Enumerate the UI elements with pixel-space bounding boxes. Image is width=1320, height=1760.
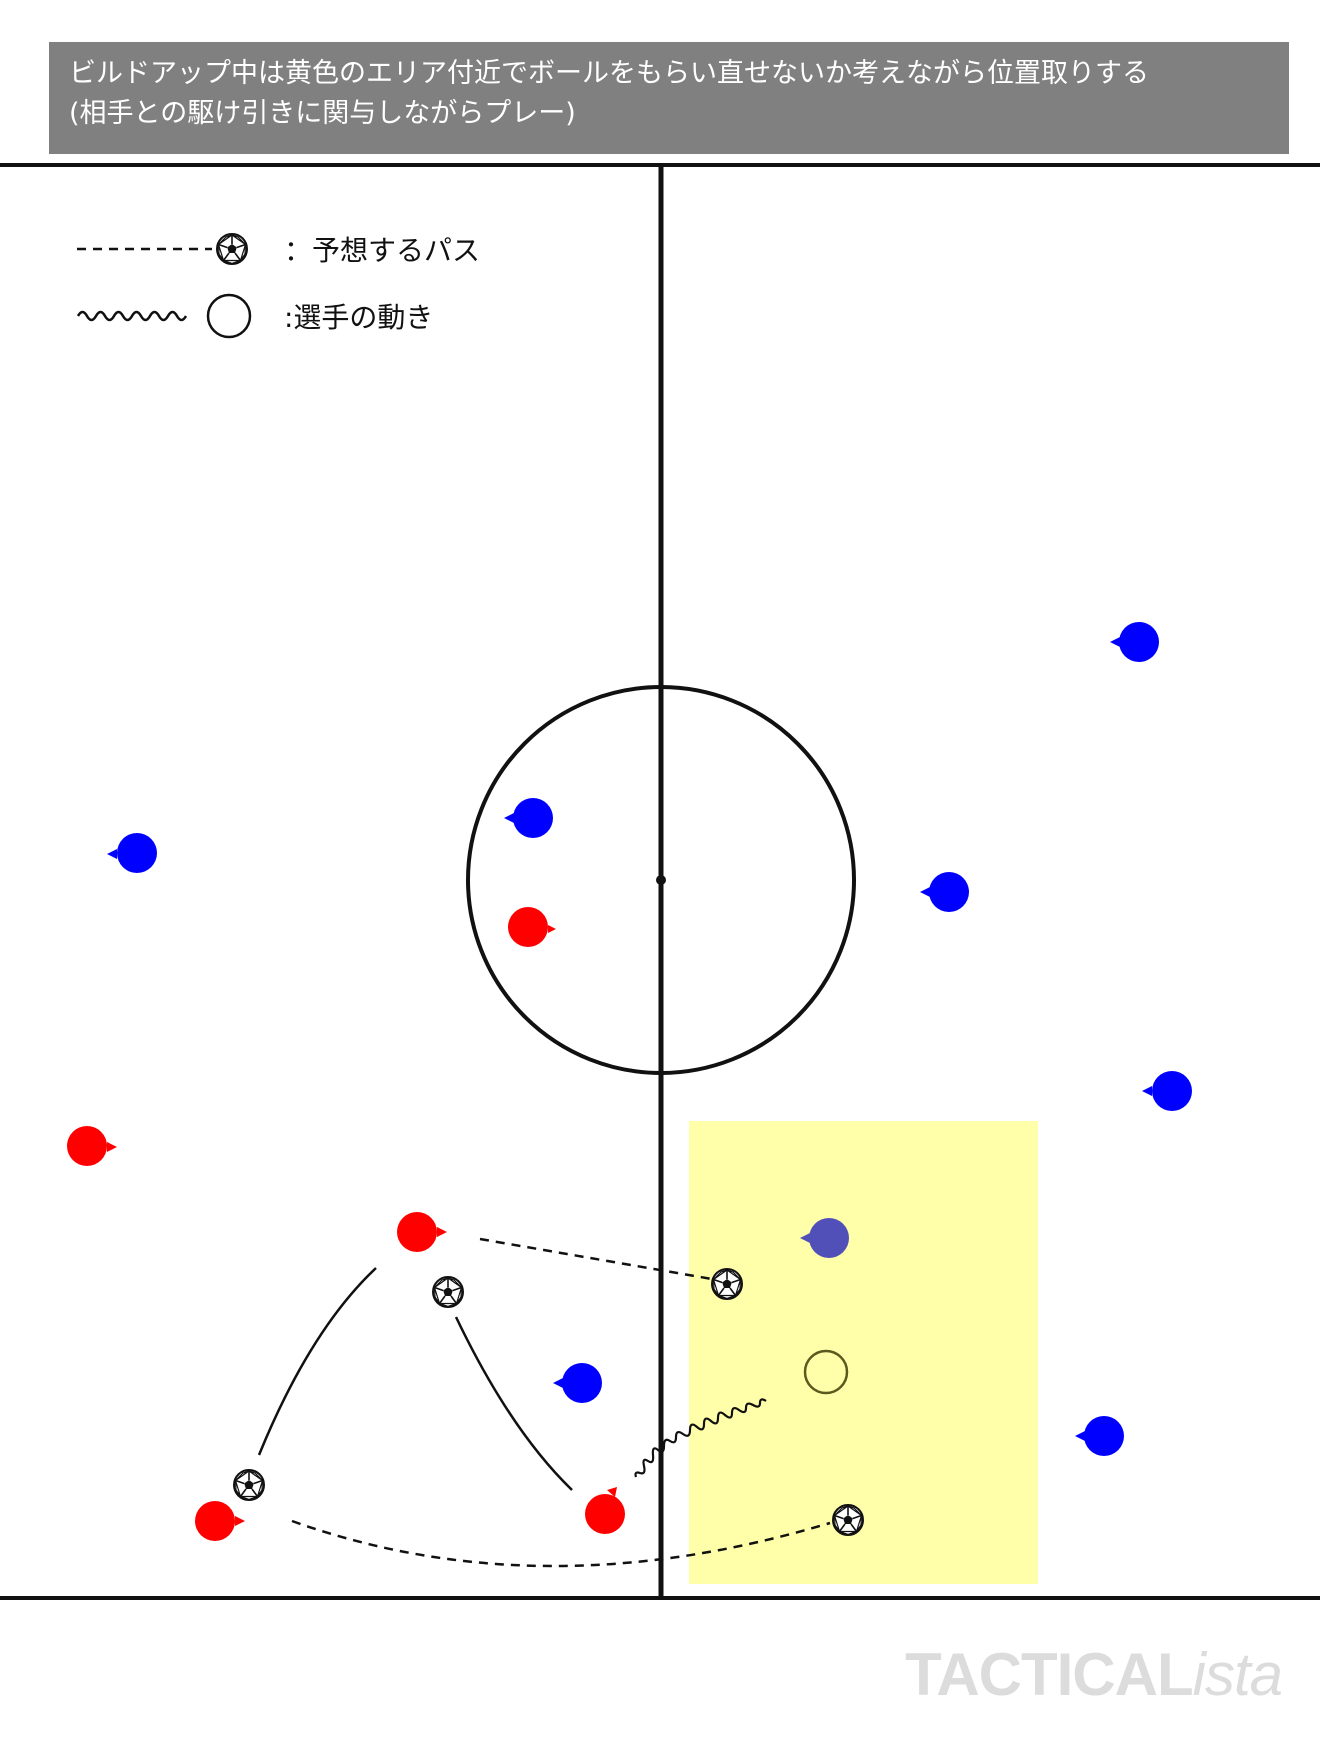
red-player	[508, 907, 556, 947]
legend-empty-circle-icon	[206, 293, 252, 339]
center-circle	[466, 685, 856, 1075]
blue-player	[1110, 622, 1159, 662]
brand-logo: TACTICALista	[905, 1640, 1283, 1709]
ball-icon-left-back	[233, 1469, 265, 1501]
movement-target-empty-circle	[803, 1349, 849, 1395]
blue-player	[553, 1363, 602, 1403]
title-line-1: ビルドアップ中は黄色のエリア付近でボールをもらい直せないか考えながら位置取りする	[69, 58, 1149, 89]
title-banner: ビルドアップ中は黄色のエリア付近でボールをもらい直せないか考えながら位置取りする…	[49, 42, 1289, 154]
brand-suffix: ista	[1192, 1641, 1283, 1708]
red-player	[195, 1501, 245, 1541]
blue-player	[107, 833, 157, 873]
ball-icon-upper	[711, 1268, 743, 1300]
ball-icon-cb	[432, 1276, 464, 1308]
blue-player	[1142, 1071, 1192, 1111]
player-movement-wavy-line	[634, 1398, 767, 1478]
blue-player	[1075, 1416, 1124, 1456]
blue-player	[504, 798, 553, 838]
legend-movement-label: :選手の動き	[284, 301, 434, 334]
blue-player-highlighted	[800, 1218, 849, 1258]
pass-line-cb-to-midfielder	[454, 1316, 573, 1491]
pass-line-left-back-to-cb	[257, 1267, 377, 1456]
brand-main: TACTICAL	[905, 1641, 1193, 1708]
legend-wavy-line	[76, 310, 188, 322]
legend-ball-icon	[216, 233, 248, 265]
red-player	[67, 1126, 117, 1166]
red-player	[585, 1487, 625, 1534]
center-spot	[656, 875, 666, 885]
legend-pass-label: ：予想するパス	[284, 234, 481, 267]
blue-player	[920, 872, 969, 912]
ball-icon-lower	[832, 1504, 864, 1536]
red-player	[397, 1212, 447, 1252]
pass-line-curved-to-lower-ball	[291, 1519, 831, 1568]
yellow-target-zone	[689, 1121, 1038, 1584]
title-line-2: (相手との駆け引きに関与しながらプレー)	[69, 98, 576, 129]
pass-line-to-upper-ball	[479, 1237, 713, 1281]
